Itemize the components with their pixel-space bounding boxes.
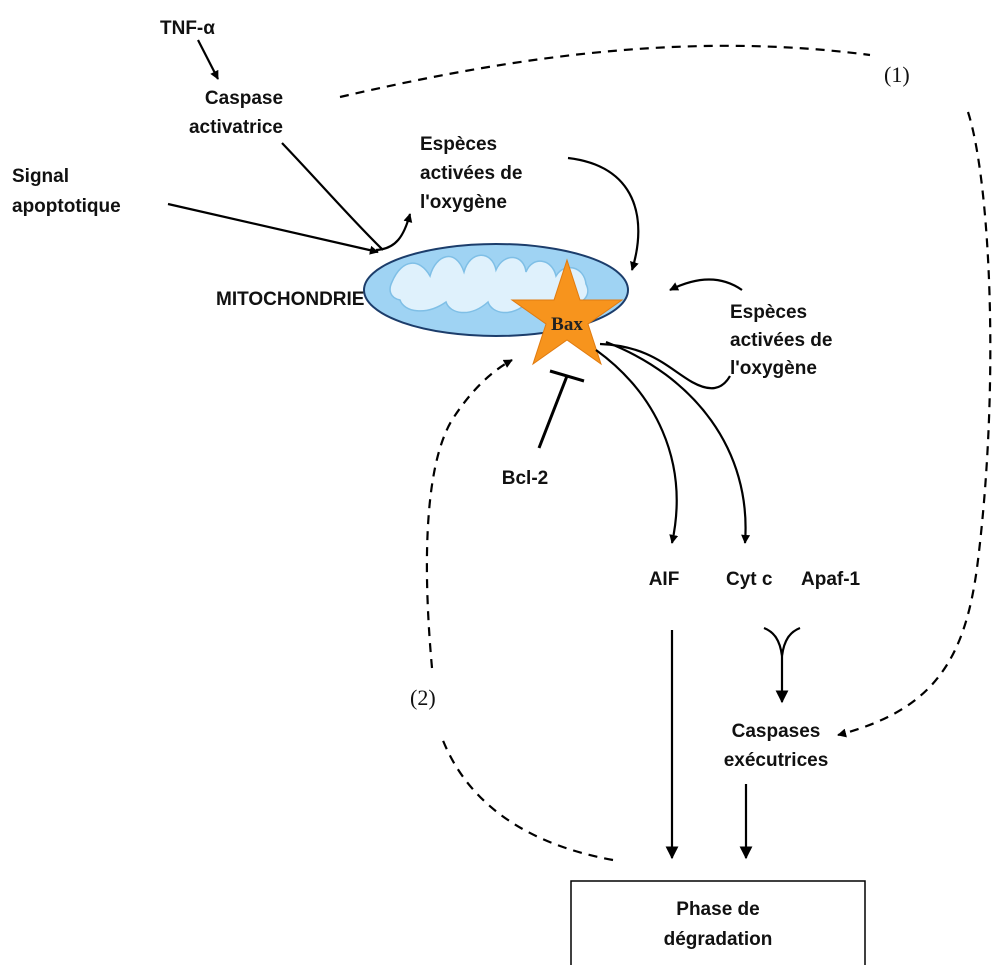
ros-right-label-1: Espèces [730,302,807,323]
cytc-apaf-bracket [763,626,801,657]
ros-right-to-bax-arrow [669,278,743,291]
apaf1-label: Apaf-1 [801,569,861,590]
caspase-to-mitochondria-line [281,142,384,251]
degradation-phase-label-1: Phase de [676,899,759,920]
caspase-activatrice-label-1: Caspase [205,88,283,109]
tnf-alpha-label: TNF-α [160,18,215,39]
caspases-executrices-label-2: exécutrices [724,750,829,771]
pathway-2-label: (2) [410,685,436,710]
degradation-phase-label-2: dégradation [664,929,773,950]
dashed-path-1-top [339,44,871,99]
bcl2-inhibition-line [537,375,569,449]
signal-to-mitochondria-arrow [167,202,379,255]
dashed-path-1-right [837,111,992,738]
bax-star-icon [510,258,624,366]
degradation-phase-box [570,880,866,965]
caspases-executrices-label-1: Caspases [732,721,821,742]
mitochondrie-label: MITOCHONDRIE [216,289,364,310]
cytc-label: Cyt c [726,569,773,590]
bcl2-label: Bcl-2 [502,468,548,489]
dashed-path-2-lower [440,737,614,862]
ros-right-label-2: activées de [730,330,832,351]
signal-apoptotique-label-1: Signal [12,166,69,187]
bcl2-inhibition-bar [549,369,585,383]
mitochondria-to-ros-arrow [375,213,413,252]
ros-top-label-1: Espèces [420,134,497,155]
mitochondria-cristae [389,254,589,314]
tnf-to-caspase-arrow [197,39,219,80]
ros-right-label-3: l'oxygène [730,358,817,379]
signal-apoptotique-label-2: apoptotique [12,196,121,217]
bax-to-ros-right-line [599,342,731,390]
mitochondria [363,243,629,337]
bax-label: Bax [551,314,583,335]
pathway-1-label: (1) [884,62,910,87]
aif-label: AIF [649,569,680,590]
ros-top-label-3: l'oxygène [420,192,507,213]
bax-to-aif-arrow [595,349,679,544]
caspase-activatrice-label-2: activatrice [189,117,283,138]
dashed-path-2-upper [425,359,513,669]
bax-to-cytc-arrow [605,340,751,544]
ros-top-to-bax-arrow [567,156,640,271]
ros-top-label-2: activées de [420,163,522,184]
